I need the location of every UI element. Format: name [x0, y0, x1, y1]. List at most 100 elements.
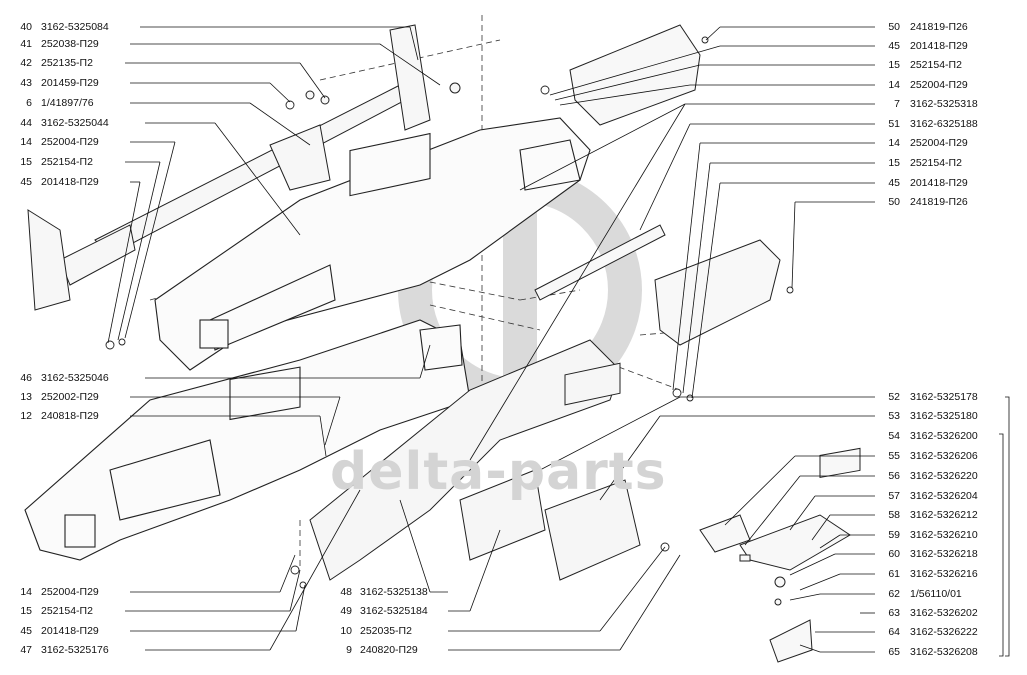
part-number: 241819-П26	[910, 196, 968, 208]
callout-number: 58	[888, 509, 900, 521]
cross-car-beam	[27, 24, 461, 311]
part-number: 252004-П29	[910, 137, 968, 149]
part-number: 1/56110/01	[910, 588, 962, 600]
callout-number: 15	[888, 59, 900, 71]
callout-number: 14	[888, 79, 900, 91]
callout-number: 45	[888, 177, 900, 189]
callout-number: 54	[888, 430, 900, 442]
callout-number: 7	[894, 98, 900, 110]
callout-label: 57 3162-5326204	[876, 490, 978, 502]
part-number: 201418-П29	[910, 40, 968, 52]
center-console	[309, 339, 641, 581]
callout-label: 55 3162-5326206	[876, 450, 978, 462]
callout-number: 43	[20, 77, 32, 89]
part-number: 252154-П2	[41, 156, 93, 168]
part-number: 3162-5326208	[910, 646, 978, 658]
small-parts-group	[699, 447, 861, 663]
callout-label: 13 252002-П29	[8, 391, 99, 403]
part-number: 252038-П29	[41, 38, 99, 50]
callout-number: 55	[888, 450, 900, 462]
part-number: 3162-5326204	[910, 490, 978, 502]
part-number: 252004-П29	[41, 136, 99, 148]
callout-number: 50	[888, 21, 900, 33]
callout-label: 65 3162-5326208	[876, 646, 978, 658]
callout-number: 65	[888, 646, 900, 658]
callout-number: 13	[20, 391, 32, 403]
callout-number: 53	[888, 410, 900, 422]
callout-number: 9	[346, 644, 352, 656]
part-number: 201418-П29	[41, 176, 99, 188]
callout-label: 15 252154-П2	[8, 605, 93, 617]
callout-number: 45	[20, 176, 32, 188]
callout-label: 64 3162-5326222	[876, 626, 978, 638]
part-number: 3162-5326220	[910, 470, 978, 482]
part-number: 3162-5325178	[910, 391, 978, 403]
part-number: 252004-П29	[910, 79, 968, 91]
part-number: 3162-5326218	[910, 548, 978, 560]
part-number: 3162-5326206	[910, 450, 978, 462]
part-number: 3162-5325176	[41, 644, 109, 656]
callout-number: 50	[888, 196, 900, 208]
callout-number: 59	[888, 529, 900, 541]
callout-number: 14	[888, 137, 900, 149]
callout-label: 50 241819-П26	[876, 196, 968, 208]
callout-label: 43 201459-П29	[8, 77, 99, 89]
part-number: 3162-5325138	[360, 586, 428, 598]
part-number: 201459-П29	[41, 77, 99, 89]
callout-number: 12	[20, 410, 32, 422]
callout-number: 45	[20, 625, 32, 637]
callout-label: 14 252004-П29	[876, 137, 968, 149]
callout-label: 14 252004-П29	[876, 79, 968, 91]
callout-number: 15	[20, 605, 32, 617]
watermark-text: delta-parts	[330, 442, 667, 502]
part-number: 3162-6325188	[910, 118, 978, 130]
part-number: 252154-П2	[910, 157, 962, 169]
callout-number: 57	[888, 490, 900, 502]
part-number: 240820-П29	[360, 644, 418, 656]
part-number: 252154-П2	[41, 605, 93, 617]
part-number: 3162-5326202	[910, 607, 978, 619]
dashboard-lower-panel	[24, 319, 471, 561]
callout-number: 52	[888, 391, 900, 403]
part-number: 3162-5326222	[910, 626, 978, 638]
part-number: 3162-5325184	[360, 605, 428, 617]
callout-number: 14	[20, 136, 32, 148]
callout-label: 10 252035-П2	[330, 625, 412, 637]
part-number: 252035-П2	[360, 625, 412, 637]
part-number: 3162-5326212	[910, 509, 978, 521]
callout-label: 9 240820-П29	[330, 644, 418, 656]
callout-number: 63	[888, 607, 900, 619]
part-number: 3162-5326216	[910, 568, 978, 580]
callout-number: 10	[340, 625, 352, 637]
part-number: 252002-П29	[41, 391, 99, 403]
callout-label: 58 3162-5326212	[876, 509, 978, 521]
part-number: 3162-5325084	[41, 21, 109, 33]
callout-number: 56	[888, 470, 900, 482]
callout-label: 60 3162-5326218	[876, 548, 978, 560]
part-number: 201418-П29	[41, 625, 99, 637]
part-number: 3162-5325046	[41, 372, 109, 384]
callout-number: 60	[888, 548, 900, 560]
callout-number: 46	[20, 372, 32, 384]
callout-number: 51	[888, 118, 900, 130]
callout-number: 48	[340, 586, 352, 598]
callout-number: 64	[888, 626, 900, 638]
